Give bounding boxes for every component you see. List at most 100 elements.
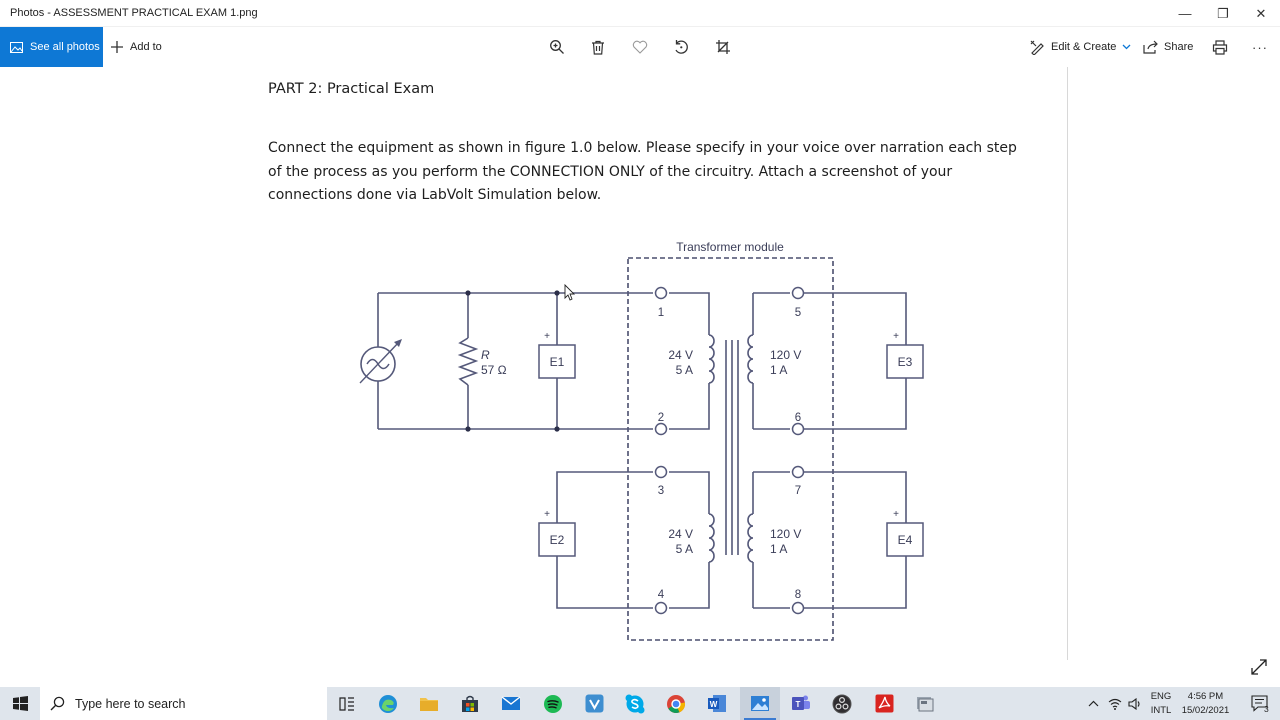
title-bar: Photos - ASSESSMENT PRACTICAL EXAM 1.png…	[0, 0, 1280, 27]
search-icon	[50, 696, 65, 711]
instructions-text: Connect the equipment as shown in figure…	[268, 140, 1017, 203]
folder-icon	[420, 698, 438, 711]
add-to-button[interactable]: Add to	[110, 27, 162, 67]
terminal-1-label: 1	[658, 307, 664, 319]
terminal-8	[791, 601, 805, 615]
start-button[interactable]	[0, 687, 40, 720]
clock[interactable]: 4:56 PM 15/02/2021	[1178, 690, 1233, 718]
maximize-icon: ❐	[1217, 5, 1229, 21]
labvolt-icon	[917, 696, 934, 711]
e3-plus: +	[893, 331, 899, 342]
image-viewer: PART 2: Practical Exam Connect the equip…	[0, 67, 1280, 687]
crop-button[interactable]	[711, 35, 735, 59]
edge-icon	[379, 694, 397, 713]
terminal-5	[791, 286, 805, 300]
task-view-icon	[339, 696, 354, 711]
wifi-icon[interactable]	[1108, 698, 1122, 710]
teams-app[interactable]: T	[781, 687, 821, 720]
part-title: PART 2: Practical Exam	[268, 81, 435, 97]
clock-time: 4:56 PM	[1187, 691, 1224, 702]
resistor-value: 57 Ω	[481, 363, 507, 377]
meter-e1-label: E1	[550, 355, 565, 369]
share-button[interactable]: Share	[1143, 27, 1193, 67]
delete-button[interactable]	[586, 35, 610, 59]
chevron-down-icon	[1122, 44, 1131, 50]
word-icon: W	[708, 695, 726, 712]
see-all-photos-label: See all photos	[30, 41, 100, 53]
obs-icon	[832, 694, 852, 713]
primary1-current: 5 A	[676, 363, 693, 377]
keyboard-layout: INTL	[1150, 705, 1172, 716]
zoom-button[interactable]	[545, 35, 569, 59]
terminal-7-label: 7	[795, 485, 801, 497]
notification-center-button[interactable]: 3	[1240, 687, 1280, 720]
meter-e3-label: E3	[898, 355, 913, 369]
edge-app[interactable]	[368, 687, 408, 720]
labvolt-app[interactable]	[905, 687, 945, 720]
transformer-module-border	[627, 257, 834, 641]
rotate-icon	[675, 40, 688, 54]
terminal-4	[654, 601, 668, 615]
print-button[interactable]	[1208, 35, 1232, 59]
ac-source-symbol	[359, 339, 402, 384]
close-icon: ✕	[1255, 5, 1267, 21]
photos-app[interactable]	[740, 687, 780, 720]
mail-icon	[501, 696, 521, 710]
minimize-button[interactable]: —	[1166, 0, 1204, 27]
file-explorer-app[interactable]	[409, 687, 449, 720]
edit-icon	[1030, 40, 1044, 55]
chrome-icon	[667, 694, 686, 713]
clock-date: 15/02/2021	[1181, 705, 1230, 716]
photos-taskbar-icon	[751, 696, 769, 711]
see-all-photos-button[interactable]: See all photos	[0, 27, 103, 67]
crop-icon	[716, 40, 730, 54]
share-label: Share	[1164, 41, 1194, 53]
primary2-voltage: 24 V	[668, 527, 693, 541]
windows-logo-icon	[12, 696, 28, 711]
skype-icon	[625, 694, 645, 713]
window-title: Photos - ASSESSMENT PRACTICAL EXAM 1.png	[10, 7, 258, 19]
e1-plus: +	[544, 331, 550, 342]
taskbar-search-box[interactable]: Type here to search	[40, 687, 327, 720]
terminal-4-label: 4	[658, 589, 665, 601]
trash-icon	[592, 40, 604, 55]
volume-icon[interactable]	[1128, 697, 1142, 710]
input-language[interactable]: ENG INTL	[1150, 690, 1172, 718]
terminal-8-label: 8	[795, 589, 801, 601]
maximize-button[interactable]: ❐	[1204, 0, 1242, 27]
primary2-current: 5 A	[676, 542, 693, 556]
mouse-cursor	[564, 283, 576, 301]
acrobat-app[interactable]	[864, 687, 904, 720]
fullscreen-button[interactable]	[1250, 658, 1270, 678]
spotify-icon	[544, 694, 562, 713]
chrome-app[interactable]	[656, 687, 696, 720]
teams-icon: T	[792, 695, 810, 710]
obs-app[interactable]	[822, 687, 862, 720]
store-app[interactable]	[450, 687, 490, 720]
taskbar: Type here to search W T	[0, 687, 1280, 720]
toolbar: See all photos Add to Edit & Create Shar…	[0, 27, 1280, 67]
image-edge-divider	[1067, 67, 1068, 660]
edit-create-button[interactable]: Edit & Create	[1030, 27, 1131, 67]
terminal-7	[791, 465, 805, 479]
vpn-app[interactable]	[574, 687, 614, 720]
close-button[interactable]: ✕	[1242, 0, 1280, 27]
more-options-button[interactable]: ···	[1248, 35, 1272, 59]
favorite-button[interactable]	[628, 35, 652, 59]
terminal-6	[791, 422, 805, 436]
terminal-2	[654, 422, 668, 436]
task-view-button[interactable]	[327, 687, 367, 720]
word-app[interactable]: W	[697, 687, 737, 720]
vpn-icon	[585, 694, 603, 713]
chevron-up-icon[interactable]	[1088, 700, 1099, 707]
terminal-3-label: 3	[658, 485, 664, 497]
rotate-button[interactable]	[669, 35, 693, 59]
skype-app[interactable]	[615, 687, 655, 720]
terminal-6-label: 6	[795, 412, 801, 424]
edit-create-label: Edit & Create	[1051, 41, 1117, 53]
mail-app[interactable]	[491, 687, 531, 720]
plus-icon	[111, 41, 123, 53]
meter-e3	[886, 344, 924, 379]
transformer-module-label: Transformer module	[676, 240, 784, 254]
spotify-app[interactable]	[533, 687, 573, 720]
